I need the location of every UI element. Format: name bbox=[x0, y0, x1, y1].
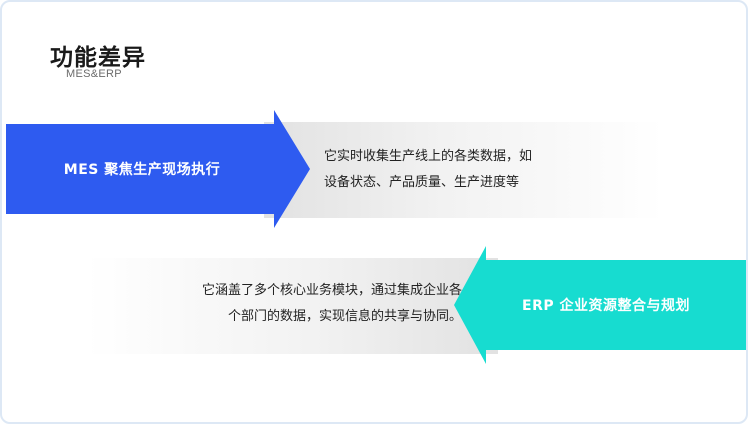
mes-description-line-1: 它实时收集生产线上的各类数据，如 bbox=[324, 149, 533, 164]
erp-description-line-1: 它涵盖了多个核心业务模块，通过集成企业各 bbox=[201, 283, 462, 298]
erp-arrow-banner bbox=[454, 246, 746, 364]
page-subtitle: MES&ERP bbox=[66, 68, 122, 80]
mes-description: 它实时收集生产线上的各类数据，如 设备状态、产品质量、生产进度等 bbox=[324, 144, 604, 196]
erp-label: ERP 企业资源整合与规划 bbox=[522, 298, 690, 314]
mes-label: MES 聚焦生产现场执行 bbox=[63, 162, 221, 178]
mes-description-line-2: 设备状态、产品质量、生产进度等 bbox=[324, 175, 520, 190]
erp-description-panel bbox=[86, 258, 498, 354]
mes-description-panel bbox=[264, 122, 664, 218]
erp-description: 它涵盖了多个核心业务模块，通过集成企业各 个部门的数据，实现信息的共享与协同。 bbox=[142, 278, 462, 330]
erp-description-line-2: 个部门的数据，实现信息的共享与协同。 bbox=[227, 309, 462, 324]
mes-arrow-banner bbox=[6, 110, 310, 228]
page-title: 功能差异 bbox=[50, 45, 146, 71]
